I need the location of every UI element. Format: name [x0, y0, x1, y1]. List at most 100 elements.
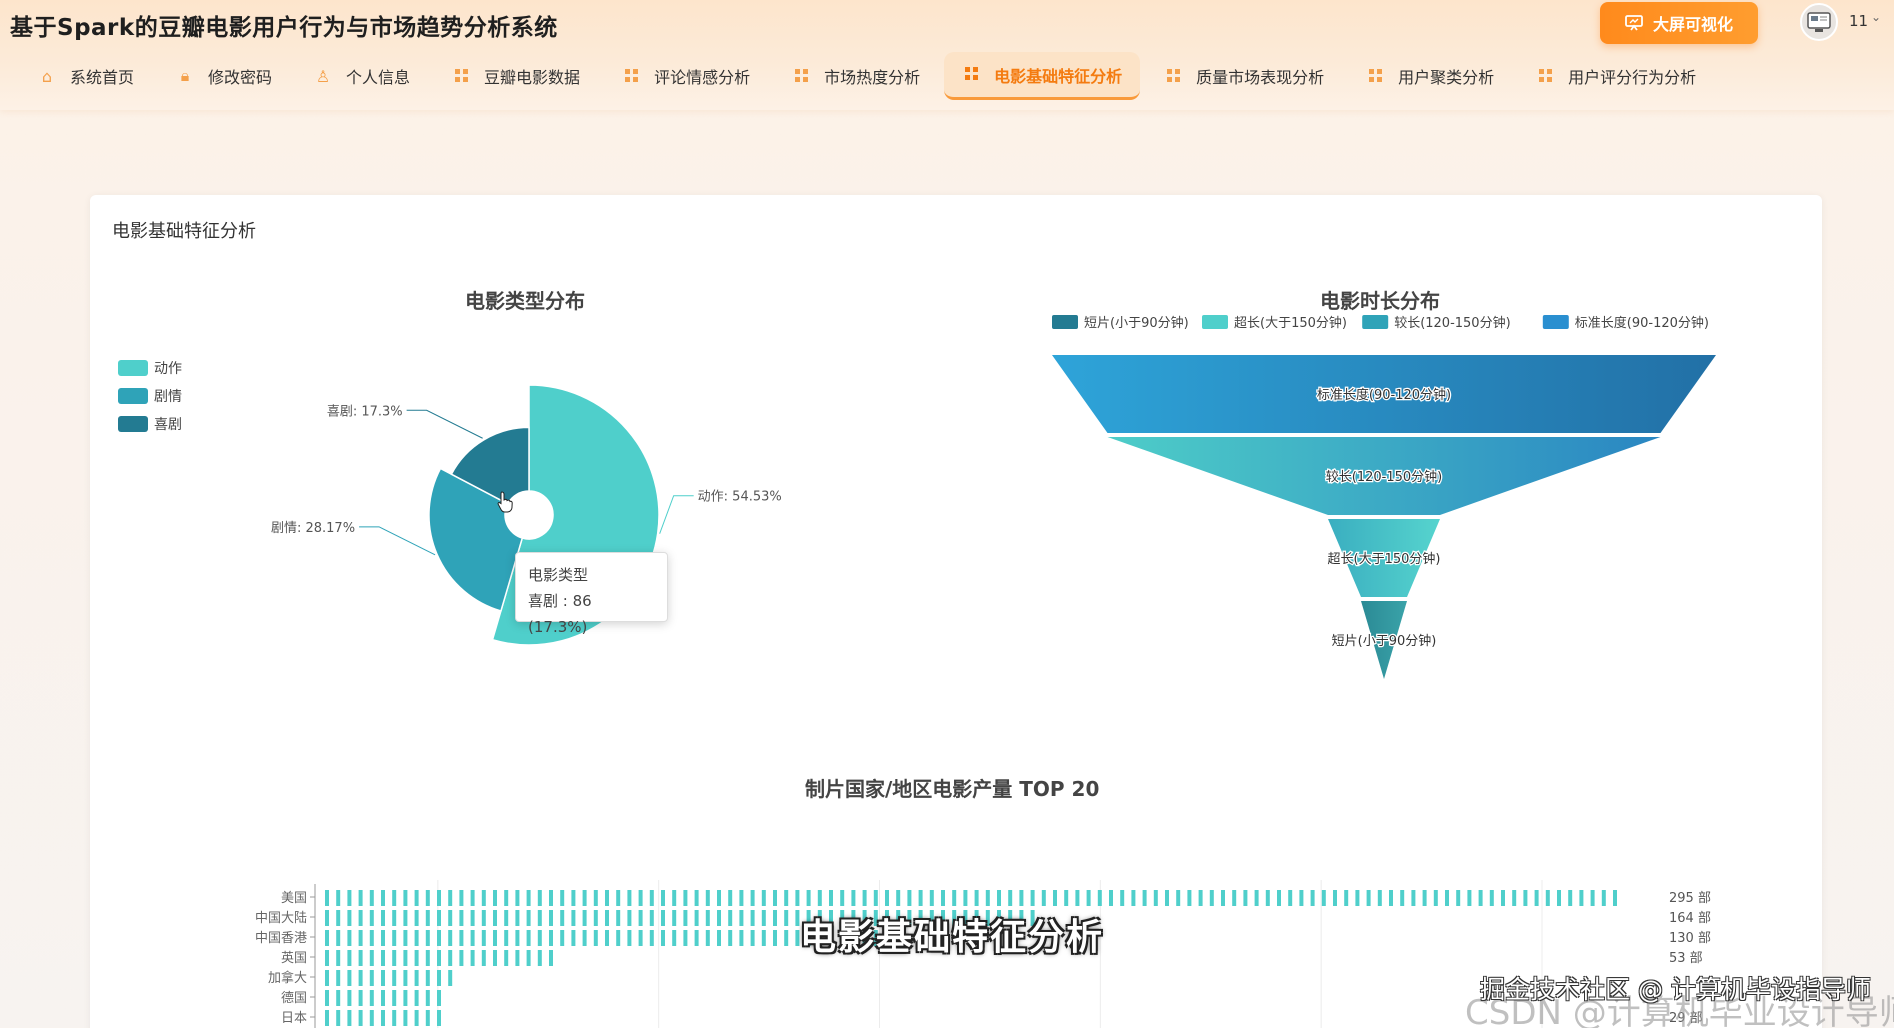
bar-value-label: 53 部 — [1669, 951, 1703, 966]
pie-slice-label: 动作: 54.53% — [698, 490, 782, 505]
bar-segment — [627, 890, 632, 906]
nav-item-3[interactable]: 豆瓣电影数据 — [434, 52, 598, 100]
bar-segment — [997, 910, 1001, 926]
bar-segment — [336, 970, 341, 986]
bar-segment — [840, 930, 845, 946]
bar-segment — [817, 930, 822, 946]
bar-segment — [470, 950, 475, 966]
bar-segment — [638, 910, 643, 926]
bar-segment — [1053, 890, 1057, 906]
bar-segment — [526, 890, 531, 906]
nav-item-9[interactable]: 用户评分行为分析 — [1518, 52, 1714, 100]
bar-segment — [593, 890, 598, 906]
bar-segment — [817, 910, 822, 926]
nav-item-7[interactable]: 质量市场表现分析 — [1146, 52, 1342, 100]
bar-segment — [347, 970, 352, 986]
pie-slice — [450, 426, 530, 505]
nav-item-2[interactable]: ♙个人信息 — [296, 52, 428, 100]
bar-segment — [470, 890, 475, 906]
bar-segment — [381, 970, 385, 986]
bar-segment — [795, 910, 800, 926]
bar-segment — [526, 930, 531, 946]
legend-swatch — [1052, 315, 1078, 329]
bar-segment — [963, 890, 968, 906]
bar-segment — [638, 930, 643, 946]
legend-label: 短片(小于90分钟) — [1084, 315, 1189, 331]
bar-segment — [369, 890, 374, 906]
bar-segment — [425, 990, 430, 1006]
bar-segment — [392, 910, 397, 926]
bar-segment — [672, 910, 677, 926]
bar-segment — [325, 930, 329, 946]
home-icon: ⌂ — [41, 66, 53, 86]
bar-segment — [325, 1010, 329, 1026]
bar-segment — [437, 990, 441, 1006]
bar-segment — [571, 930, 576, 946]
bar-segment — [773, 890, 777, 906]
bar-segment — [358, 1010, 363, 1026]
y-tick-label: 日本 — [281, 1011, 307, 1026]
bar-segment — [717, 930, 721, 946]
bar-segment — [885, 890, 889, 906]
bar-segment — [537, 890, 542, 906]
bar-segment — [470, 910, 475, 926]
nav-item-6[interactable]: 电影基础特征分析 — [944, 52, 1141, 100]
user-name[interactable]: 11 — [1849, 12, 1869, 30]
bar-segment — [750, 890, 755, 906]
bar-segment — [672, 930, 677, 946]
bar-segment — [1008, 910, 1013, 926]
bar-segment — [347, 910, 352, 926]
bar-segment — [369, 990, 374, 1006]
legend-label: 超长(大于150分钟) — [1234, 315, 1347, 331]
bar-segment — [1501, 890, 1505, 906]
nav-item-0[interactable]: ⌂系统首页 — [20, 52, 152, 100]
bar-segment — [358, 890, 363, 906]
bar-segment — [1142, 890, 1147, 906]
bar-segment — [649, 930, 654, 946]
avatar[interactable] — [1800, 3, 1838, 41]
bar-segment — [694, 930, 699, 946]
nav-item-5[interactable]: 市场热度分析 — [774, 52, 938, 100]
bar-segment — [582, 890, 587, 906]
bar-segment — [616, 890, 621, 906]
bar-segment — [593, 930, 598, 946]
bar-segment — [851, 930, 856, 946]
nav-item-8[interactable]: 用户聚类分析 — [1348, 52, 1512, 100]
bar-segment — [1355, 890, 1360, 906]
bar-segment — [1086, 890, 1091, 906]
bar-segment — [1545, 890, 1550, 906]
bar-segment — [1467, 890, 1472, 906]
funnel-stage-label: 较长(120-150分钟) — [1326, 469, 1442, 485]
nav-item-1[interactable]: 🔒︎修改密码 — [158, 52, 290, 100]
funnel-stage — [1328, 519, 1440, 597]
bar-segment — [470, 930, 475, 946]
y-tick-label: 中国香港 — [255, 931, 307, 946]
bar-segment — [347, 990, 352, 1006]
bar-value-label: 164 部 — [1669, 911, 1711, 926]
bar-segment — [392, 970, 397, 986]
bar — [325, 930, 889, 946]
bar-segment — [1523, 890, 1528, 906]
bar-segment — [425, 910, 430, 926]
bigscreen-button[interactable]: 大屏可视化 — [1600, 2, 1758, 44]
bar-segment — [1064, 890, 1069, 906]
avatar-image-icon — [1807, 12, 1831, 32]
bar-segment — [1075, 890, 1080, 906]
nav-item-4[interactable]: 评论情感分析 — [604, 52, 768, 100]
bar-segment — [358, 950, 363, 966]
bar-segment — [437, 910, 441, 926]
bar-segment — [817, 890, 822, 906]
bar-segment — [381, 1010, 385, 1026]
bar-segment — [515, 930, 520, 946]
bar-segment — [347, 930, 352, 946]
bar-segment — [425, 890, 430, 906]
bar — [325, 890, 1617, 906]
bar-segment — [694, 910, 699, 926]
content-card: 电影基础特征分析 电影类型分布 电影时长分布 制片国家/地区电影产量 TOP 2… — [90, 195, 1822, 1028]
bar-segment — [851, 890, 856, 906]
bar-segment — [504, 930, 509, 946]
bar-segment — [325, 950, 329, 966]
bar-segment — [493, 890, 497, 906]
chevron-down-icon[interactable]: ⌄ — [1871, 10, 1882, 24]
hand-cursor-icon — [497, 491, 513, 513]
